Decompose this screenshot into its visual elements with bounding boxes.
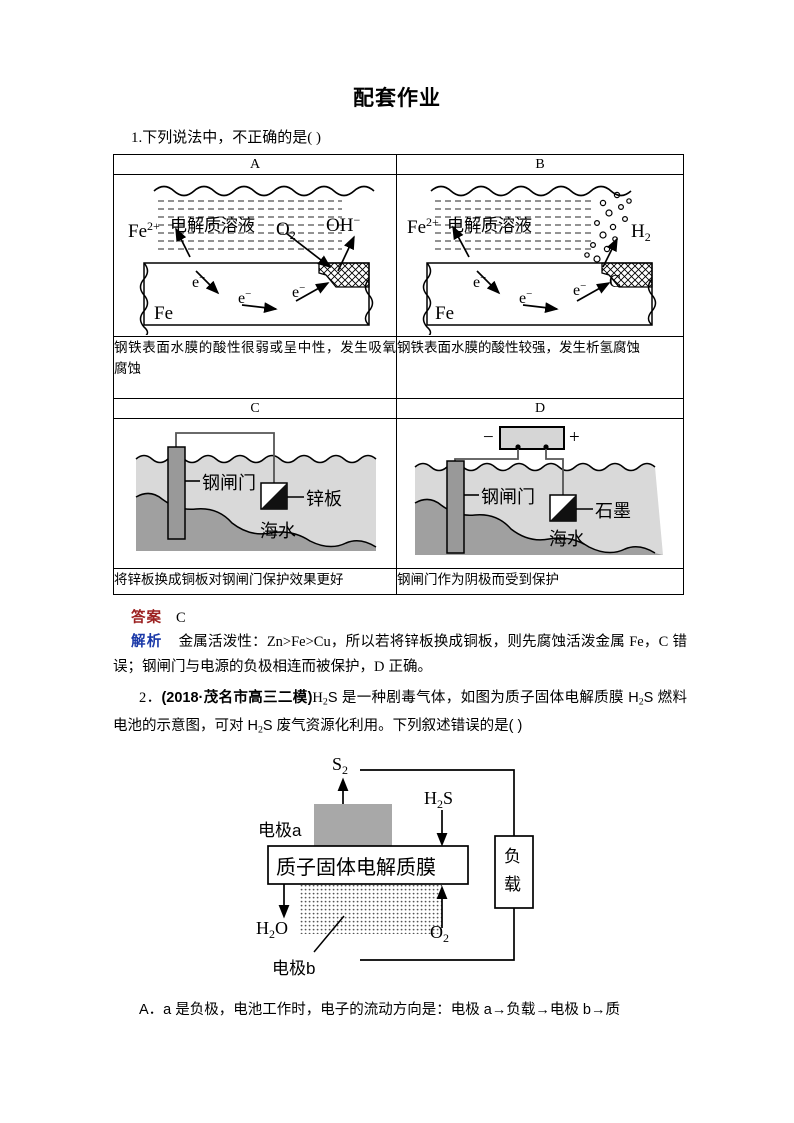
analysis-text-3: ，	[643, 634, 659, 650]
question-2-option-a: A．a 是负极，电池工作时，电子的流动方向是：电极 a→负载→电极 b→质	[139, 1002, 620, 1018]
hydrogen-corrosion-svg: 电解质溶液 Fe2+ H2 e− e− e− Fe C	[407, 185, 657, 335]
table-row-desc-cd: 将锌板换成铜板对钢闸门保护效果更好 钢闸门作为阴极而受到保护	[113, 568, 684, 595]
q2-h2s-sub2: 2	[638, 696, 644, 708]
label-oh-a: OH−	[326, 213, 360, 236]
q2-h2s-sub1: 2	[322, 696, 328, 708]
power-supply-icon	[499, 426, 565, 450]
table-row-figures-ab: 电解质溶液 Fe2+ O2 OH− e− e− e− Fe	[113, 174, 684, 337]
label-fe-b: Fe	[435, 303, 454, 324]
answer-line: 答案 C	[131, 606, 186, 627]
q2-text-3: S 废气资源化利用。下列叙述错误的是( )	[262, 718, 523, 735]
figure-cell-b: 电解质溶液 Fe2+ H2 e− e− e− Fe C	[396, 174, 684, 337]
q2-number: 2．	[139, 690, 162, 706]
answer-value: C	[176, 610, 186, 626]
label-o2: O2	[430, 922, 449, 945]
leader-electrode-b	[313, 915, 345, 953]
option-desc-d: 钢闸门作为阴极而受到保护	[396, 568, 684, 595]
electrode-b-block	[300, 884, 442, 934]
label-fe-a: Fe	[154, 303, 173, 324]
analysis-label: 解析	[131, 634, 163, 650]
option-letter-d: D	[396, 398, 684, 419]
table-row-header-cd: C D	[113, 398, 684, 419]
zinc-plate-icon	[260, 482, 288, 510]
sacrificial-anode-svg: 钢闸门 锌板 海水	[135, 432, 377, 551]
option-desc-c: 将锌板换成铜板对钢闸门保护效果更好	[113, 568, 397, 595]
label-carbon-b: C	[609, 271, 621, 291]
label-s2: S2	[332, 754, 348, 777]
option-letter-b: B	[396, 154, 684, 175]
label-membrane: 质子固体电解质膜	[276, 856, 436, 879]
graphite-electrode-icon	[549, 494, 577, 522]
table-row-header-ab: A B	[113, 154, 684, 175]
figure-cell-d: − +	[396, 418, 684, 569]
label-electrolyte-a: 电解质溶液	[170, 216, 255, 235]
impressed-current-svg: − +	[414, 426, 663, 555]
label-h2-b: H2	[631, 221, 651, 244]
option-desc-a: 钢铁表面水膜的酸性很弱或呈中性，发生吸氧腐蚀	[113, 336, 397, 399]
figure-cell-a: 电解质溶液 Fe2+ O2 OH− e− e− e− Fe	[113, 174, 397, 337]
label-electrode-a: 电极a	[258, 821, 302, 840]
label-seawater-c: 海水	[260, 521, 296, 541]
label-electrode-b: 电极b	[272, 959, 315, 978]
oxygen-corrosion-diagram: 电解质溶液 Fe2+ O2 OH− e− e− e− Fe	[114, 175, 396, 336]
fuel-cell-svg: 负 载 质子固体电解质膜 S2 电极a H2S H2O O2	[256, 754, 534, 978]
label-o2-a: O2	[276, 219, 296, 242]
answer-label: 答案	[131, 610, 162, 626]
analysis-option-d: D	[374, 659, 385, 675]
label-zinc-plate-c: 锌板	[306, 489, 342, 509]
membrane-box	[267, 845, 469, 885]
label-steel-gate-c: 钢闸门	[202, 473, 256, 493]
label-electrolyte-b: 电解质溶液	[447, 216, 532, 235]
option-letter-c: C	[113, 398, 397, 419]
analysis-option-c: C	[658, 634, 669, 650]
figure-cell-c: 钢闸门 锌板 海水	[113, 418, 397, 569]
analysis-text-1: 金属活泼性：	[178, 634, 267, 650]
hydrogen-corrosion-diagram: 电解质溶液 Fe2+ H2 e− e− e− Fe C	[397, 175, 683, 336]
table-row-desc-ab: 钢铁表面水膜的酸性很弱或呈中性，发生吸氧腐蚀 钢铁表面水膜的酸性较强，发生析氢腐…	[113, 336, 684, 399]
fuel-cell-diagram: 负 载 质子固体电解质膜 S2 电极a H2S H2O O2	[252, 748, 582, 990]
page-title: 配套作业	[353, 86, 441, 110]
q2-h2s-h: H	[312, 690, 323, 706]
impressed-current-diagram: − +	[397, 419, 683, 568]
question-2-stem: 2．(2018·茂名市高三二模)H2S 是一种剧毒气体，如图为质子固体电解质膜 …	[113, 686, 687, 743]
label-fe2plus-a: Fe2+	[128, 219, 160, 242]
load-box	[494, 835, 534, 909]
analysis-paragraph: 解析金属活泼性：Zn>Fe>Cu，所以若将锌板换成铜板，则先腐蚀活泼金属 Fe，…	[113, 630, 687, 680]
label-negative-terminal: −	[483, 427, 494, 448]
option-letter-a: A	[113, 154, 397, 175]
analysis-activity-series: Zn>Fe>Cu	[266, 634, 331, 650]
label-load-char1: 负	[504, 847, 521, 866]
question-1-stem: 1.下列说法中，不正确的是( )	[131, 130, 321, 146]
label-h2s: H2S	[424, 788, 453, 811]
analysis-text-5: 正确。	[384, 659, 433, 675]
table-row-figures-cd: 钢闸门 锌板 海水	[113, 418, 684, 569]
label-fe2plus-b: Fe2+	[407, 215, 439, 238]
options-table: A B	[113, 154, 684, 595]
oxygen-corrosion-svg: 电解质溶液 Fe2+ O2 OH− e− e− e− Fe	[128, 185, 375, 335]
electrode-a-block	[314, 804, 392, 846]
label-steel-gate-d: 钢闸门	[481, 487, 535, 507]
label-seawater-d: 海水	[549, 529, 585, 549]
q2-source: (2018·茂名市高三二模)	[161, 690, 313, 706]
label-h2o: H2O	[256, 918, 288, 941]
analysis-fe: Fe	[629, 634, 644, 650]
label-load-char2: 载	[504, 875, 521, 894]
q2-h2s-sub3: 2	[258, 724, 263, 736]
label-graphite-d: 石墨	[595, 501, 631, 521]
analysis-text-2: ，所以若将锌板换成铜板，则先腐蚀活泼金属	[330, 634, 630, 650]
q2-text-2: S 燃料电池的示意图，可对 H	[113, 690, 688, 735]
label-positive-terminal: +	[569, 427, 580, 448]
analysis-text-4: 错误；钢闸门与电源的负极相连而被保护，	[113, 634, 688, 675]
sacrificial-anode-diagram: 钢闸门 锌板 海水	[114, 419, 396, 568]
q2-text-1: S 是一种剧毒气体，如图为质子固体电解质膜 H	[327, 690, 639, 706]
option-desc-b: 钢铁表面水膜的酸性较强，发生析氢腐蚀	[396, 336, 684, 399]
